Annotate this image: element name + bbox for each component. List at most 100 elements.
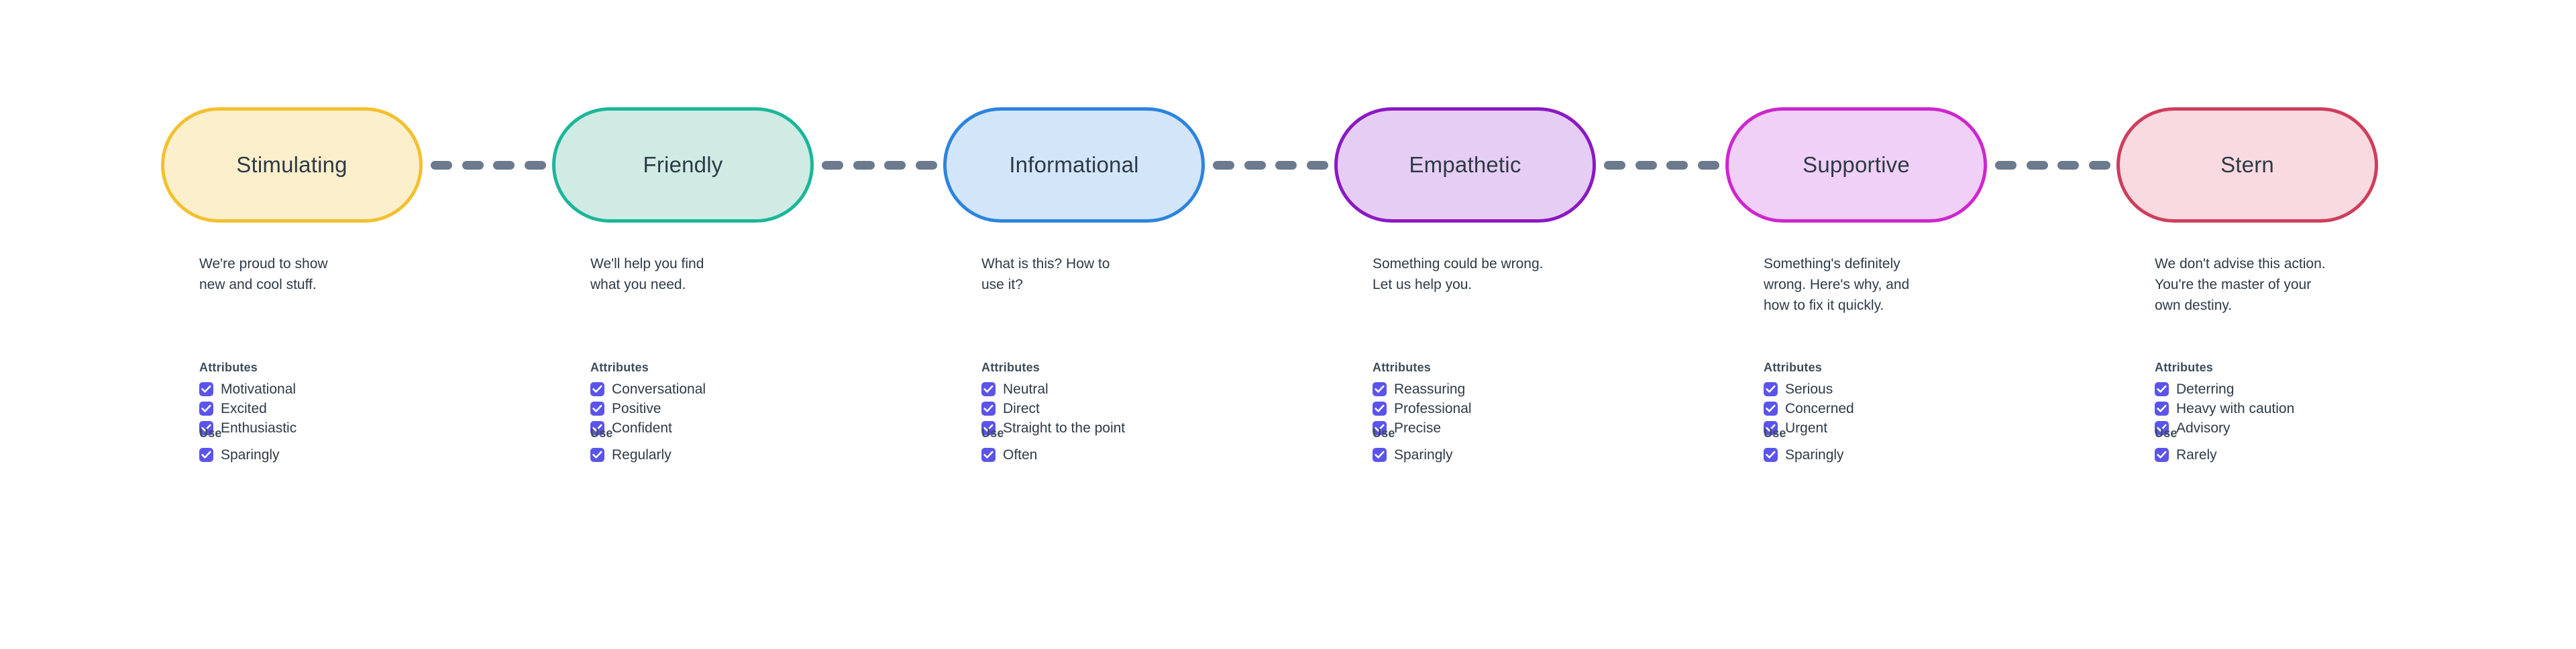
check-icon[interactable] — [1373, 402, 1387, 416]
tone-pill-label: Stimulating — [236, 152, 347, 177]
tone-pill-supportive[interactable]: Supportive — [1725, 107, 1987, 223]
check-icon[interactable] — [1764, 421, 1778, 435]
attributes-item[interactable]: Reassuring — [1373, 379, 1688, 399]
connector-dash — [2026, 160, 2048, 170]
check-icon[interactable] — [590, 448, 604, 462]
connector-dash — [1635, 160, 1657, 170]
tone-pill-shape[interactable]: Empathetic — [1334, 107, 1596, 223]
attributes-item[interactable]: Precise — [1373, 418, 1688, 438]
attributes-item[interactable]: Direct — [981, 399, 1297, 418]
tone-pill-friendly[interactable]: Friendly — [552, 107, 814, 223]
check-icon[interactable] — [590, 402, 604, 416]
check-icon[interactable] — [2155, 382, 2169, 396]
use-item-label: Regularly — [612, 447, 672, 463]
attributes-item-label: Reassuring — [1394, 381, 1466, 397]
use-item[interactable]: Sparingly — [1764, 445, 2079, 465]
attributes-heading: Attributes — [199, 361, 258, 374]
connector-dash — [1306, 160, 1328, 170]
tone-pill-label: Empathetic — [1409, 152, 1521, 177]
tone-description: Something's definitely wrong. Here's why… — [1764, 256, 1910, 313]
use-heading: Use — [590, 426, 613, 440]
attributes-heading: Attributes — [2155, 361, 2213, 374]
use-item[interactable]: Regularly — [590, 445, 906, 465]
tone-pill-empathetic[interactable]: Empathetic — [1334, 107, 1596, 223]
use-item[interactable]: Sparingly — [199, 445, 515, 465]
check-icon[interactable] — [2155, 402, 2169, 416]
check-icon[interactable] — [1764, 448, 1778, 462]
attributes-item[interactable]: Motivational — [199, 379, 515, 399]
connector-dash — [1995, 160, 2017, 170]
attributes-item-label: Advisory — [2176, 420, 2231, 436]
use-item[interactable]: Rarely — [2155, 445, 2470, 465]
check-icon[interactable] — [2155, 448, 2169, 462]
attributes-item[interactable]: Conversational — [590, 379, 906, 399]
check-icon[interactable] — [1764, 402, 1778, 416]
use-heading: Use — [981, 426, 1004, 440]
connector-dash — [2088, 160, 2110, 170]
connector-1 — [822, 160, 937, 170]
tone-pill-shape[interactable]: Informational — [943, 107, 1205, 223]
check-icon[interactable] — [981, 402, 996, 416]
attributes-item[interactable]: Urgent — [1764, 418, 2079, 438]
check-icon[interactable] — [1764, 382, 1778, 396]
check-icon[interactable] — [981, 421, 996, 435]
use-item[interactable]: Sparingly — [1373, 445, 1688, 465]
check-icon[interactable] — [1373, 448, 1387, 462]
tone-pill-shape[interactable]: Stern — [2116, 107, 2378, 223]
attributes-item[interactable]: Heavy with caution — [2155, 399, 2470, 418]
connector-dash — [431, 160, 452, 170]
check-icon[interactable] — [1373, 421, 1387, 435]
attributes-item[interactable]: Confident — [590, 418, 906, 438]
attributes-item[interactable]: Excited — [199, 399, 515, 418]
connector-dash — [493, 160, 515, 170]
check-icon[interactable] — [199, 421, 213, 435]
attributes-item[interactable]: Advisory — [2155, 418, 2470, 438]
attributes-item-label: Neutral — [1003, 381, 1049, 397]
attributes-item[interactable]: Serious — [1764, 379, 2079, 399]
tone-pill-shape[interactable]: Friendly — [552, 107, 814, 223]
check-icon[interactable] — [590, 382, 604, 396]
check-icon[interactable] — [2155, 421, 2169, 435]
connector-3 — [1604, 160, 1719, 170]
check-icon[interactable] — [199, 382, 213, 396]
attributes-item[interactable]: Concerned — [1764, 399, 2079, 418]
check-icon[interactable] — [590, 421, 604, 435]
check-icon[interactable] — [981, 382, 996, 396]
connector-dash — [1697, 160, 1719, 170]
tone-pill-informational[interactable]: Informational — [943, 107, 1205, 223]
use-heading: Use — [2155, 426, 2178, 440]
use-item[interactable]: Often — [981, 445, 1297, 465]
tone-pill-shape[interactable]: Supportive — [1725, 107, 1987, 223]
attributes-heading: Attributes — [1764, 361, 1822, 374]
attributes-item[interactable]: Professional — [1373, 399, 1688, 418]
use-heading: Use — [1764, 426, 1786, 440]
tone-description: We're proud to show new and cool stuff. — [199, 256, 328, 292]
attributes-item[interactable]: Enthusiastic — [199, 418, 515, 438]
attributes-item-label: Deterring — [2176, 381, 2235, 397]
use-item-label: Sparingly — [1394, 447, 1453, 463]
check-icon[interactable] — [981, 448, 996, 462]
attributes-item[interactable]: Positive — [590, 399, 906, 418]
attributes-item[interactable]: Straight to the point — [981, 418, 1297, 438]
attributes-item[interactable]: Deterring — [2155, 379, 2470, 399]
check-icon[interactable] — [199, 448, 213, 462]
tone-pill-label: Supportive — [1803, 152, 1910, 177]
attributes-item-label: Serious — [1785, 381, 1833, 397]
attributes-item[interactable]: Neutral — [981, 379, 1297, 399]
tone-pill-stimulating[interactable]: Stimulating — [161, 107, 423, 223]
attributes-item-label: Direct — [1003, 401, 1040, 416]
tone-pill-label: Friendly — [643, 152, 723, 177]
tone-pill-stern[interactable]: Stern — [2116, 107, 2378, 223]
check-icon[interactable] — [1373, 382, 1387, 396]
check-icon[interactable] — [199, 402, 213, 416]
tone-pill-shape[interactable]: Stimulating — [161, 107, 423, 223]
